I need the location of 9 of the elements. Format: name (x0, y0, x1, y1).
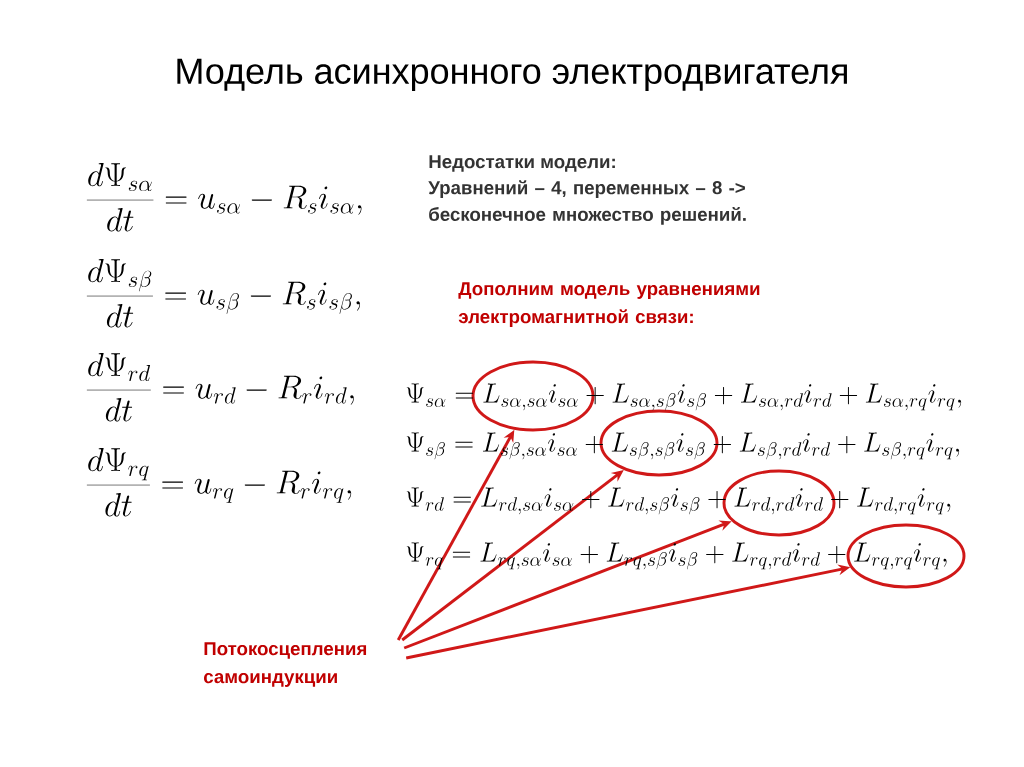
callout-text: Потокосцепления самоиндукции (204, 642, 367, 687)
equation: $\frac{d\Psi_{rd}}{dt}=u_{rd}-R_r i_{rd},$ (86, 352, 354, 422)
note-heading: Недостатки модели: (429, 155, 615, 172)
equation: $\frac{d\Psi_{s\alpha}}{dt}=u_{s\alpha}-R_s i_{s\alpha},$ (86, 162, 362, 232)
equation: $\frac{d\Psi_{s\beta}}{dt}=u_{s\beta}-R_s i_{s\beta},$ (86, 258, 361, 328)
slide-title: Модель асинхронного электродвигателя (177, 58, 847, 92)
equation: $\frac{d\Psi_{rq}}{dt}=u_{rq}-R_r i_{rq},$ (86, 447, 352, 517)
note-text: Дополним модель уравнениями электромагнитной связи: (458, 282, 760, 327)
note-text: Уравнений – 4, переменных – 8 -> бесконечное множество решений. (428, 180, 746, 225)
